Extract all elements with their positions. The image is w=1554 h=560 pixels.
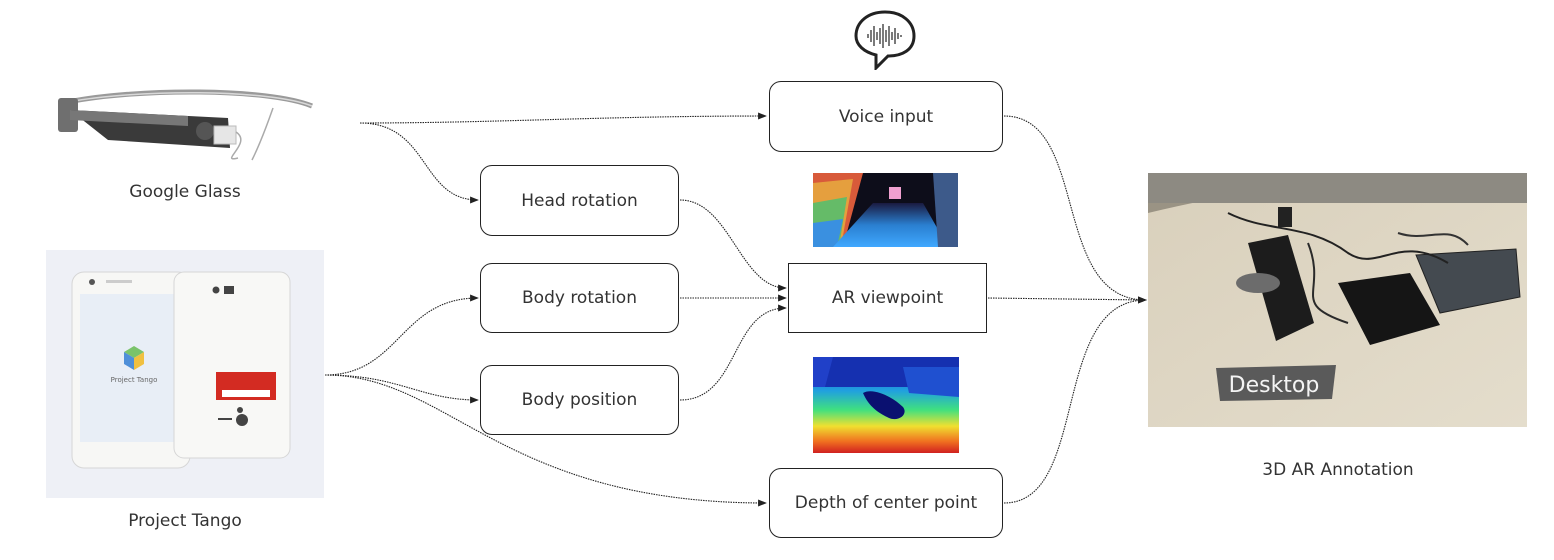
body-rotation-node: Body rotation — [480, 263, 679, 333]
edge-depth-out — [1003, 296, 1147, 504]
google-glass-label: Google Glass — [129, 182, 241, 202]
edge-voice-out — [1003, 115, 1147, 304]
edge-glass-head — [359, 122, 479, 204]
head-rotation-node: Head rotation — [480, 165, 679, 236]
edge-head-ar — [679, 199, 787, 292]
voice-input-node: Voice input — [769, 81, 1003, 152]
edge-glass-voice — [359, 112, 767, 124]
edge-bodypos-ar — [679, 304, 787, 401]
depth-map-image — [813, 357, 959, 453]
desktop-annotation-tag: Desktop — [1229, 373, 1320, 398]
output-label: 3D AR Annotation — [1262, 460, 1414, 480]
edge-tango-depth — [324, 374, 767, 507]
tango-screen-text: Project Tango — [111, 376, 158, 384]
project-tango-image: Project Tango — [46, 250, 324, 498]
edge-tango-bodypos — [324, 374, 479, 404]
google-glass-image — [58, 89, 313, 161]
edge-ar-out — [987, 296, 1147, 304]
ar-annotation-photo: Desktop — [1148, 173, 1527, 427]
edge-tango-bodyrot — [324, 294, 479, 376]
depth-center-node: Depth of center point — [769, 468, 1003, 538]
body-position-node: Body position — [480, 365, 679, 435]
project-tango-label: Project Tango — [128, 511, 242, 531]
speech-bubble-waveform-icon — [854, 10, 916, 70]
ar-viewpoint-node: AR viewpoint — [788, 263, 987, 333]
point-cloud-image — [813, 173, 958, 247]
